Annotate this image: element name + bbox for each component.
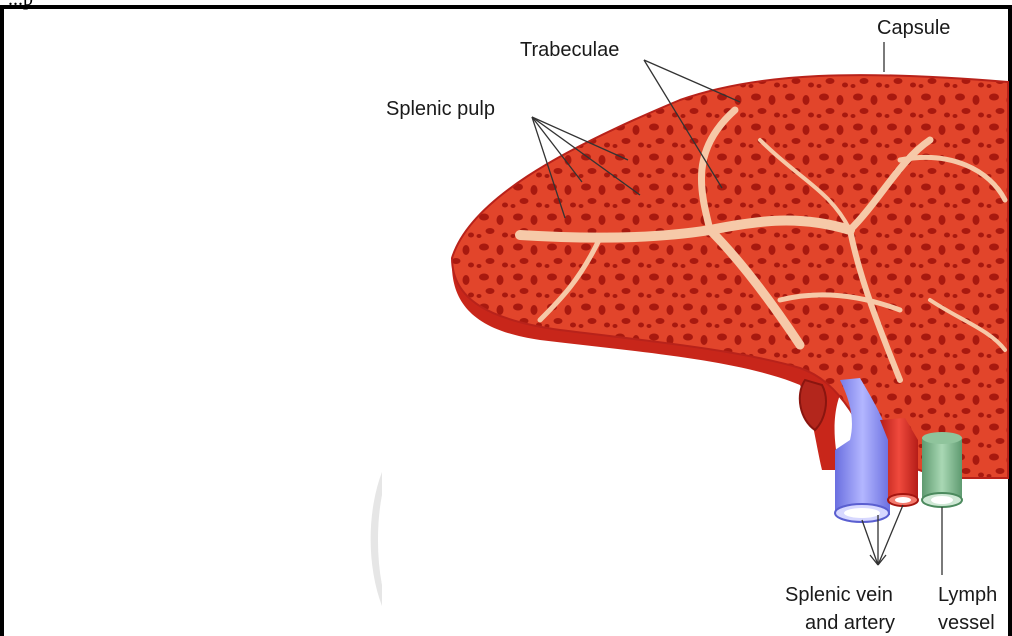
lymph-vessel [922,432,962,507]
watermark-arc [371,472,382,606]
label-splenic-vein-line1: Splenic vein [785,584,893,606]
spleen-section [452,75,1008,478]
label-lymph-line2: vessel [938,612,995,634]
label-splenic-pulp: Splenic pulp [386,98,495,120]
label-trabeculae: Trabeculae [520,39,619,61]
label-lymph-line1: Lymph [938,584,997,606]
label-capsule: Capsule [877,17,950,39]
label-splenic-vein-line2: and artery [805,612,895,634]
